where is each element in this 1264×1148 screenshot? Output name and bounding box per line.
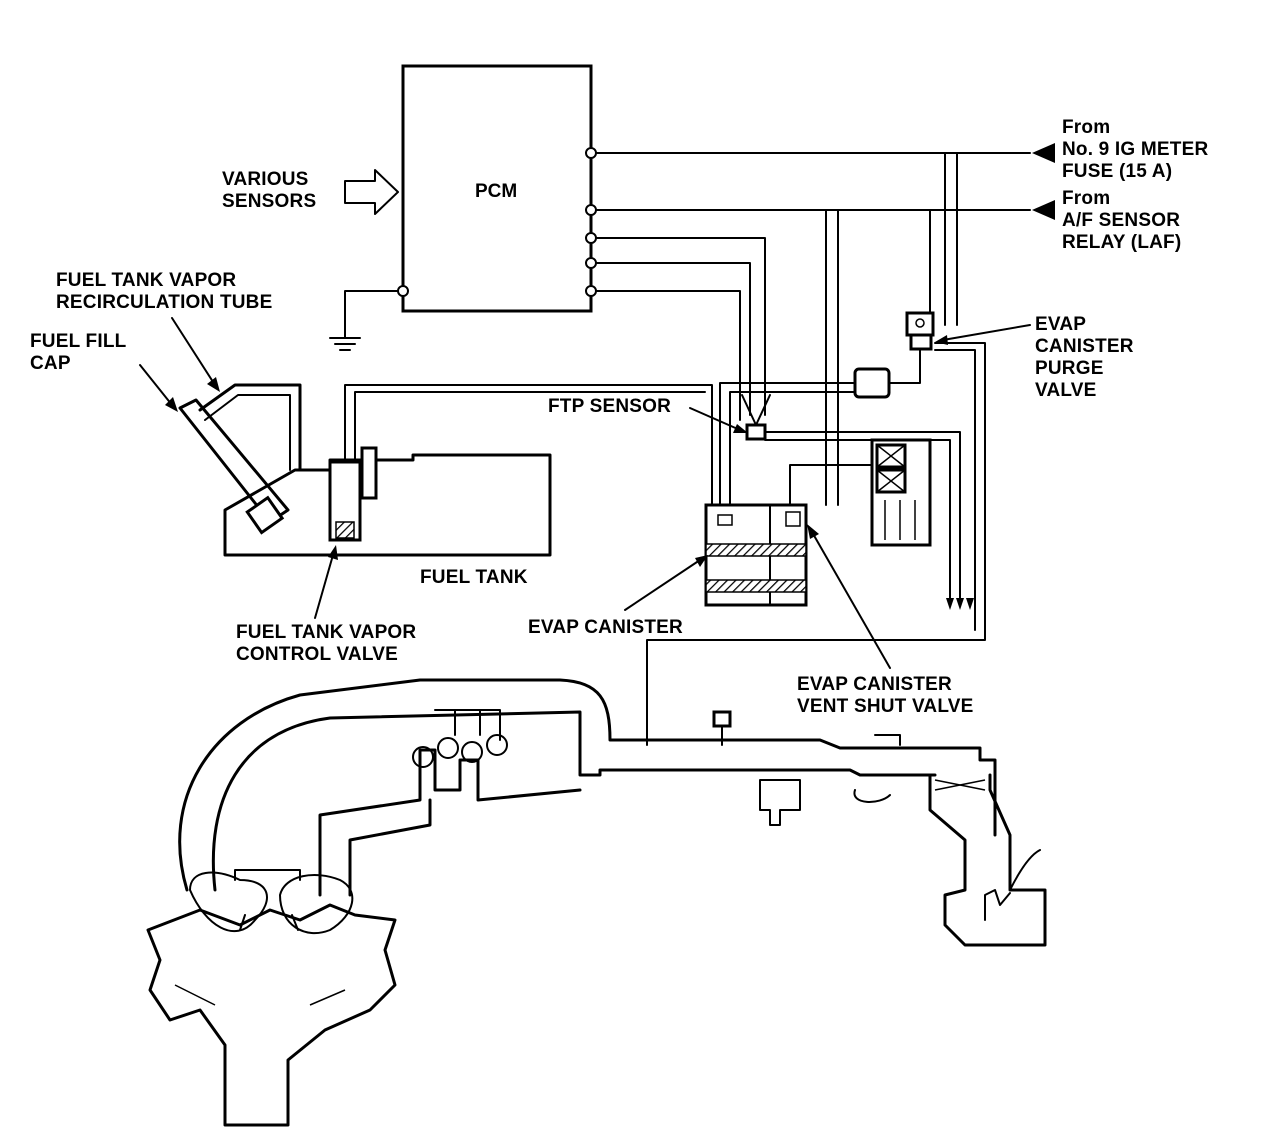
fuel-fill-cap-label: FUEL FILL CAP — [30, 331, 132, 374]
various-sensors-arrow — [344, 169, 399, 215]
pcm-terminal — [585, 285, 597, 297]
evap-canister-purge-valve — [905, 311, 935, 351]
pcm-terminal — [585, 204, 597, 216]
pcm-module: PCM — [397, 64, 597, 313]
inline-filter — [853, 367, 891, 399]
fuel-tank-vapor-recirculation-tube — [198, 383, 302, 472]
air-cleaner — [928, 773, 1047, 947]
engine-block — [146, 869, 397, 1127]
ground-symbol — [329, 290, 399, 351]
from-relay-label: From A/F SENSOR RELAY (LAF) — [1062, 188, 1186, 253]
pcm-wiring — [595, 152, 1031, 506]
evap-canister-label: EVAP CANISTER — [528, 617, 683, 638]
pcm-ground-terminal — [397, 285, 409, 297]
intake-manifold — [178, 678, 997, 897]
fuel-tank-vapor-control-valve — [328, 446, 378, 542]
from-fuse-label: From No. 9 IG METER FUSE (15 A) — [1062, 117, 1214, 182]
vent-shut-valve-unit — [870, 438, 932, 547]
fuel-fill-cap — [178, 398, 290, 535]
evap-canister — [704, 503, 808, 607]
pcm-terminal — [585, 232, 597, 244]
purge-valve-label: EVAP CANISTER PURGE VALVE — [1035, 314, 1139, 401]
pcm-label: PCM — [475, 181, 517, 202]
ftp-sensor — [741, 394, 771, 441]
ftp-sensor-label: FTP SENSOR — [548, 396, 671, 417]
pcm-terminal — [585, 147, 597, 159]
control-valve-label: FUEL TANK VAPOR CONTROL VALVE — [236, 622, 422, 665]
recirculation-tube-label: FUEL TANK VAPOR RECIRCULATION TUBE — [56, 270, 272, 313]
pcm-terminal — [585, 257, 597, 269]
various-sensors-label: VARIOUS SENSORS — [222, 169, 316, 212]
vent-shut-valve-label: EVAP CANISTER VENT SHUT VALVE — [797, 674, 973, 717]
fuel-tank-label: FUEL TANK — [420, 567, 528, 588]
relay-input-arrow — [1032, 200, 1055, 220]
leader-lines — [139, 317, 1031, 669]
fuse-input-arrow — [1032, 143, 1055, 163]
throttle-body — [712, 710, 901, 826]
